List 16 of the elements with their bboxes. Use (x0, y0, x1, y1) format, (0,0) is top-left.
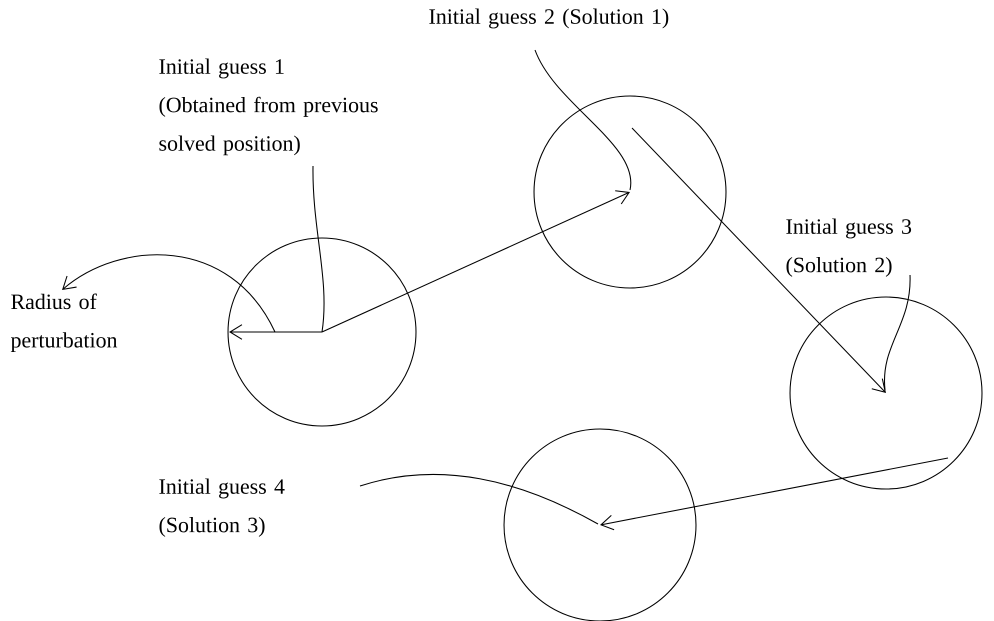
arrow (322, 190, 630, 332)
leader-line (884, 275, 911, 390)
leader-line (62, 254, 276, 332)
arrow (600, 457, 948, 530)
annotation-text: Initial guess 3 (Solution 2) (786, 218, 912, 277)
annotation-text: Initial guess 1 (Obtained from previous solved position) (159, 58, 378, 156)
leader-line (534, 50, 632, 190)
arrow (632, 128, 886, 393)
perturbation-circle (534, 95, 727, 289)
perturbation-circle (228, 238, 417, 427)
annotation-text: Initial guess 2 (Solution 1) (429, 8, 668, 28)
leader-line (360, 474, 598, 524)
annotation-text: Initial guess 4 (Solution 3) (159, 478, 285, 537)
perturbation-circle (790, 296, 983, 490)
annotation-text: Radius of perturbation (10, 294, 118, 352)
leader-line (312, 166, 325, 332)
